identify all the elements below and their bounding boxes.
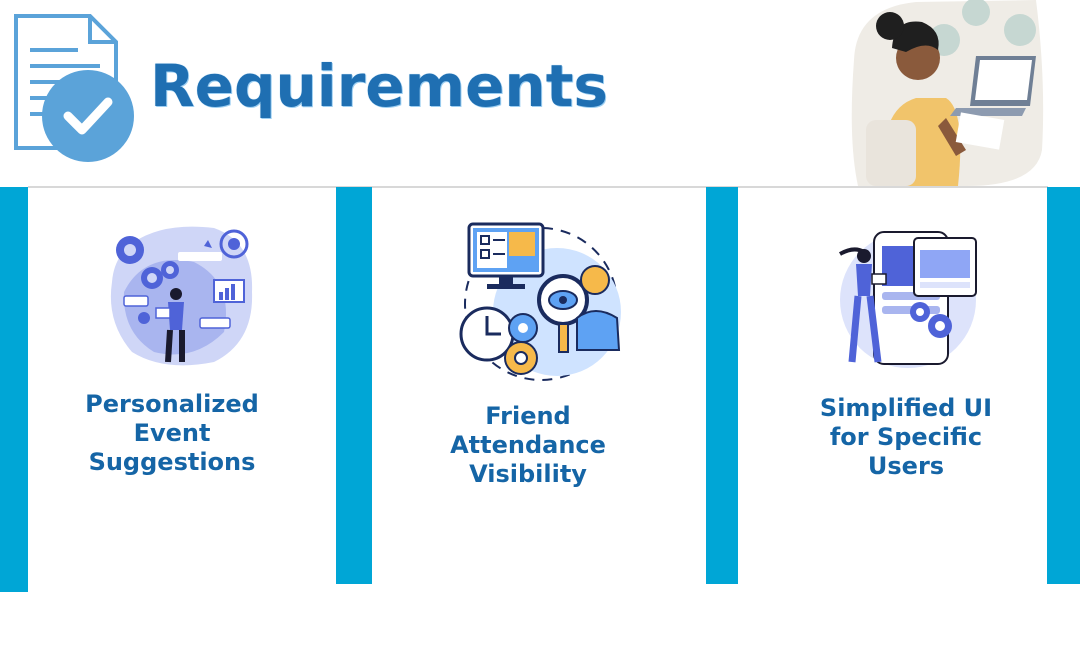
header-divider bbox=[28, 186, 1048, 188]
personalization-gears-illustration bbox=[110, 226, 253, 366]
card-label-simplified-ui: Simplified UI for Specific Users bbox=[819, 394, 993, 480]
accent-bar-4 bbox=[1047, 187, 1080, 584]
checklist-document-icon bbox=[14, 14, 134, 162]
monitor-magnifier-illustration bbox=[459, 222, 621, 381]
accent-bar-2 bbox=[336, 187, 372, 584]
accent-bar-3 bbox=[706, 187, 738, 584]
card-label-friend-attendance-visibility: Friend Attendance Visibility bbox=[450, 402, 606, 488]
person-at-laptop-illustration bbox=[851, 0, 1044, 186]
page-title: Requirements bbox=[150, 52, 608, 120]
ui-screens-illustration bbox=[839, 231, 977, 368]
card-label-personalized-event-suggestions: Personalized Event Suggestions bbox=[85, 390, 259, 476]
accent-bar-1 bbox=[0, 187, 28, 592]
